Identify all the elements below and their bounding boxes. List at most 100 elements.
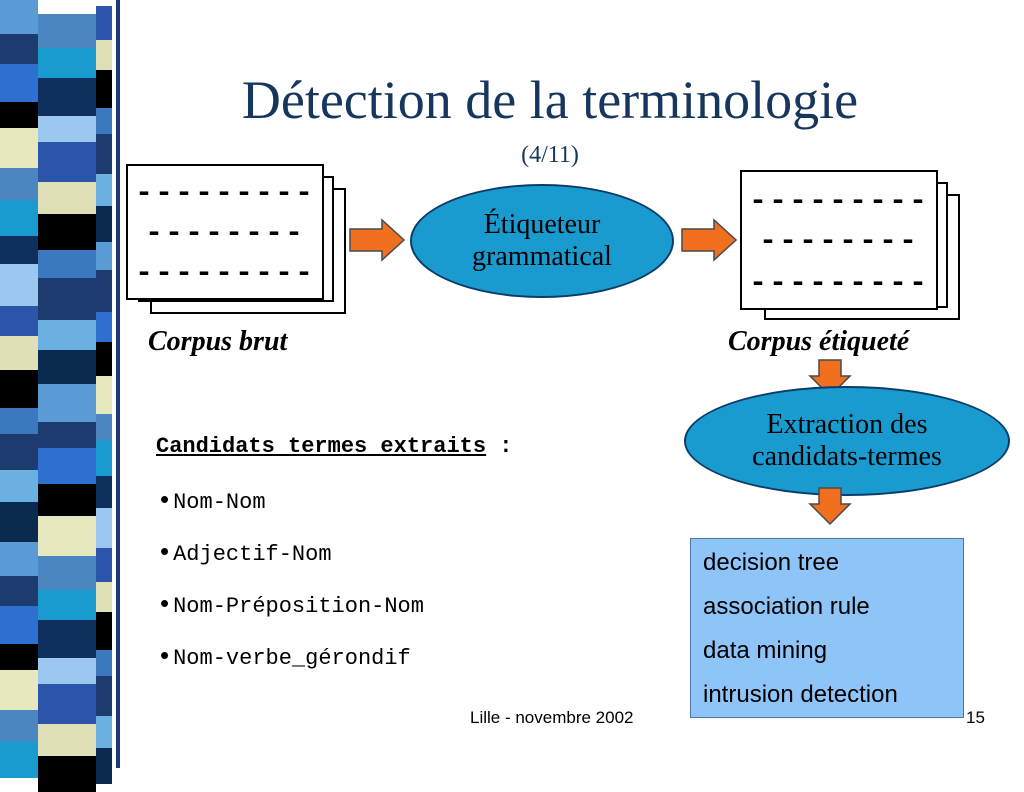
candidate-label: Nom-Préposition-Nom [173,594,424,619]
tagger-ellipse: Étiqueteur grammatical [410,184,674,298]
stripe-block [0,128,38,168]
stripe-block [38,350,96,384]
document-line: -------- [758,225,920,259]
document-line: -------- [144,217,306,251]
stripe-block [96,582,112,612]
stripe-block [0,64,38,102]
stripe-divider [116,0,120,768]
stripe-block [38,484,96,516]
extraction-label-line2: candidats-termes [752,441,942,472]
term-item: association rule [703,593,870,620]
input-corpus-label: Corpus brut [148,326,288,357]
stripe-block [96,508,112,548]
slide-title: Détection de la terminologie [241,70,859,130]
candidates-heading: Candidats termes extraits : [156,434,512,459]
stripe-block [96,134,112,174]
stripe-block [96,206,112,242]
candidate-label: Adjectif-Nom [173,542,332,567]
stripe-block [38,250,96,278]
document-front: --------- -------- --------- [126,164,324,300]
stripe-block [0,434,38,470]
stripe-block [38,182,96,214]
stripe-block [96,70,112,108]
stripe-block [38,116,96,142]
stripe-block [38,448,96,484]
stripe-block [38,590,96,620]
extracted-terms-box: decision tree association rule data mini… [690,538,964,718]
stripe-block [0,168,38,200]
list-item: •Adjectif-Nom [160,536,332,567]
stripe-block [38,384,96,422]
stripe-block [38,684,96,724]
footer-text: Lille - novembre 2002 [470,708,634,727]
stripe-block [96,676,112,716]
candidates-heading-text: Candidats termes extraits [156,434,487,459]
stripe-block [96,440,112,476]
stripe-block [96,40,112,70]
stripe-block [96,650,112,676]
stripe-block [38,724,96,756]
stripe-block [38,756,96,792]
document-line: --------- [134,177,316,211]
stripe-block [38,620,96,658]
extraction-label-line1: Extraction des [766,409,928,440]
stripe-block [38,516,96,556]
tagger-label-line2: grammatical [472,241,612,272]
document-line: --------- [134,257,316,291]
stripe-block [38,48,96,78]
stripe-block [0,742,38,778]
term-item: decision tree [703,549,840,576]
stripe-block [0,644,38,670]
stripe-block [0,264,38,306]
stripe-block [96,476,112,508]
bullet-icon: • [160,536,170,566]
bullet-icon: • [160,588,170,618]
stripe-block [38,78,96,116]
bullet-icon: • [160,640,170,670]
stripe-block [96,612,112,650]
stripe-block [0,370,38,408]
stripe-block [96,242,112,270]
document-line: --------- [748,267,930,301]
stripe-block [38,320,96,350]
term-item: intrusion detection [703,681,898,708]
candidate-label: Nom-verbe_gérondif [173,646,411,671]
stripe-block [96,6,112,40]
decorative-stripe [0,0,112,792]
stripe-block [0,576,38,606]
document-line: --------- [748,185,930,219]
tagger-label-line1: Étiqueteur [483,209,601,240]
stripe-block [0,408,38,434]
extraction-ellipse: Extraction des candidats-termes [684,386,1010,496]
stripe-block [0,200,38,236]
arrow-right-icon [349,218,406,262]
stripe-block [96,748,112,784]
stripe-block [96,414,112,440]
stripe-block [96,270,112,312]
stripe-block [0,670,38,710]
stripe-block [96,716,112,748]
slide-subtitle: (4/11) [521,142,579,168]
stripe-block [38,422,96,448]
stripe-block [0,606,38,644]
stripe-block [0,306,38,336]
stripe-block [38,142,96,182]
stripe-block [0,102,38,128]
list-item: •Nom-Préposition-Nom [160,588,424,619]
stripe-block [0,710,38,742]
stripe-block [0,236,38,264]
stripe-block [96,174,112,206]
stripe-block [38,214,96,250]
term-item: data mining [703,637,828,664]
stripe-block [38,14,96,48]
stripe-block [38,556,96,590]
stripe-block [0,336,38,370]
stripe-block [96,312,112,342]
stripe-block [0,470,38,502]
bullet-icon: • [160,484,170,514]
candidate-label: Nom-Nom [173,490,266,515]
stripe-block [38,278,96,320]
stripe-block [96,548,112,582]
stripe-block [96,342,112,376]
